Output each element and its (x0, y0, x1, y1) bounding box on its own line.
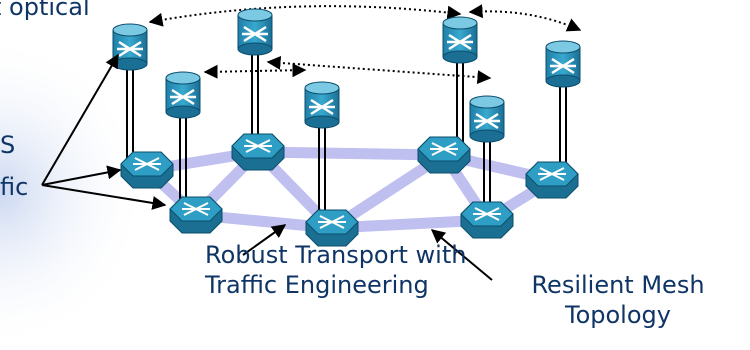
vertical-links (126, 50, 567, 224)
switch-crossbar (447, 33, 473, 51)
switch-bottom (442, 50, 478, 64)
router-arrows (538, 167, 566, 181)
switch-crossbar (170, 88, 196, 106)
routers (120, 133, 579, 247)
robust-transport-line1: Robust Transport with (205, 241, 467, 269)
switch-crossbar (309, 98, 335, 116)
s-label-fragment: S (0, 131, 16, 159)
optical-switches (112, 8, 581, 143)
resilient-mesh-label: Resilient Mesh Topology (493, 270, 743, 330)
arrow-to-optical-switch (41, 53, 119, 186)
switch-top (112, 23, 148, 37)
optical-switch-icon (237, 8, 273, 56)
optical-switch-icon (112, 23, 148, 71)
router-icon (525, 161, 579, 199)
router-arrows (182, 202, 210, 216)
switch-top (469, 95, 505, 109)
optical-switch-icon (304, 81, 340, 129)
router-arrows (318, 215, 346, 229)
router-arrows (133, 157, 161, 171)
robust-transport-label: Robust Transport with Traffic Engineerin… (205, 240, 467, 300)
resilient-mesh-line1: Resilient Mesh (531, 271, 705, 299)
switch-top (237, 8, 273, 22)
switch-bottom (469, 129, 505, 143)
router-arrows (473, 207, 501, 221)
switch-bottom (112, 57, 148, 71)
fic-label-fragment: fic (0, 173, 29, 201)
switch-bottom (545, 74, 581, 88)
router-icon (305, 209, 359, 247)
dotted-optical-links (148, 4, 582, 85)
router-icon (120, 151, 174, 189)
switch-crossbar (474, 112, 500, 130)
optical-switch-icon (469, 95, 505, 143)
arrow-to-router-lower (41, 184, 167, 210)
dotted-link-mid-left (203, 63, 307, 79)
router-icon (417, 136, 471, 174)
switch-top (165, 71, 201, 85)
switch-top (304, 81, 340, 95)
router-icon (169, 196, 223, 234)
arrow-robust-transport (242, 224, 287, 256)
router-icon (231, 133, 285, 171)
switch-crossbar (242, 25, 268, 43)
mesh-link (252, 146, 450, 161)
switch-crossbar (550, 57, 576, 75)
robust-transport-line2: Traffic Engineering (205, 271, 429, 299)
switch-crossbar (117, 40, 143, 58)
switch-bottom (237, 42, 273, 56)
resilient-mesh-line2: Topology (565, 301, 671, 329)
switch-top (442, 16, 478, 30)
optical-switch-icon (545, 40, 581, 88)
router-arrows (244, 139, 272, 153)
optical-switch-icon (442, 16, 478, 64)
dotted-link-mid-long (266, 55, 492, 85)
router-arrows (430, 142, 458, 156)
switch-bottom (165, 105, 201, 119)
optical-switch-icon (165, 71, 201, 119)
switch-top (545, 40, 581, 54)
dotted-link-top-right (468, 4, 582, 32)
annotation-arrows (41, 53, 493, 281)
router-icon (460, 201, 514, 239)
arrow-resilient-mesh (430, 229, 493, 281)
arrow-to-router (41, 165, 122, 186)
dotted-link-top-left (148, 5, 462, 27)
switch-bottom (304, 115, 340, 129)
optical-label-fragment: t optical (0, 0, 90, 21)
